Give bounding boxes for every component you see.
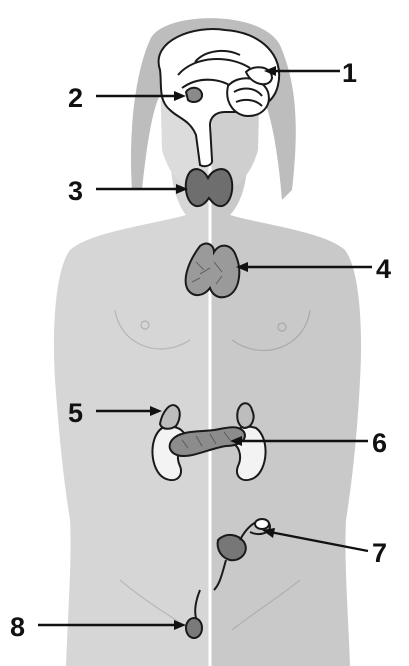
label-2: 2: [68, 83, 83, 113]
label-4: 4: [376, 254, 391, 284]
label-5: 5: [68, 398, 83, 428]
label-7: 7: [372, 538, 387, 568]
label-6: 6: [372, 428, 387, 458]
label-3: 3: [68, 176, 83, 206]
right-adrenal-gland: [237, 403, 253, 428]
label-8: 8: [10, 612, 25, 642]
pituitary-gland: [186, 88, 202, 102]
label-1: 1: [342, 58, 357, 88]
